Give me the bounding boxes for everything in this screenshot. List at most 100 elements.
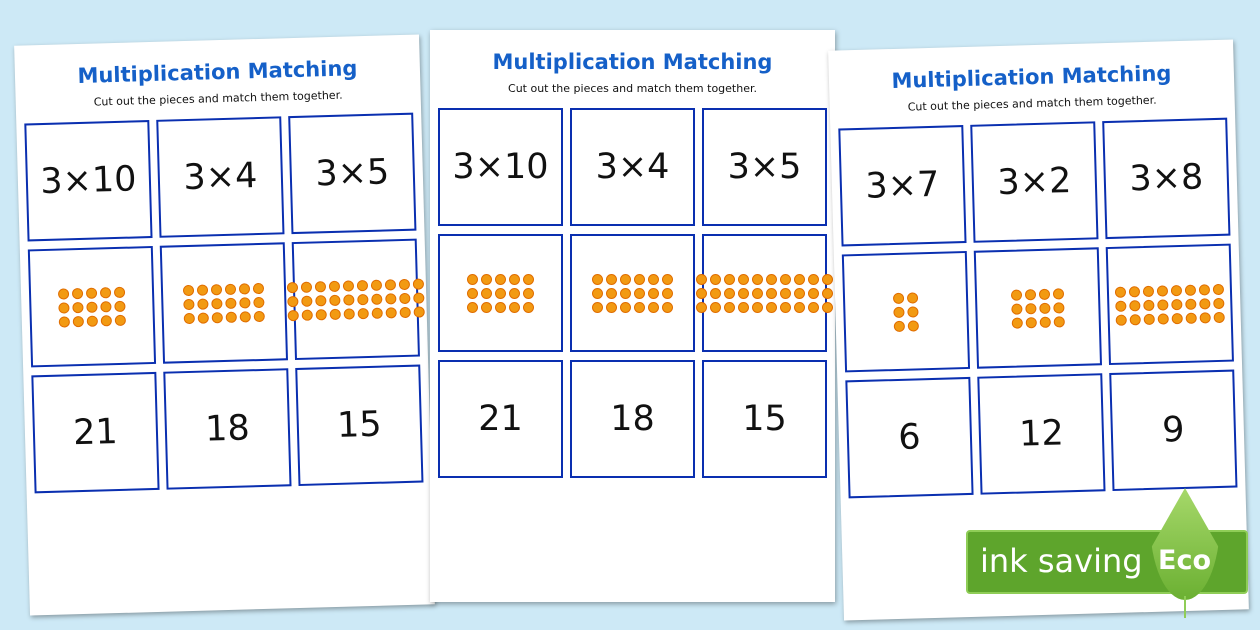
counter-dot [606,301,617,313]
page-title: Multiplication Matching [891,61,1172,94]
card-value: 12 [1018,413,1065,455]
number-card: 12 [977,373,1106,495]
counter-dot [1170,284,1183,296]
counter-dot [906,291,919,304]
counter-dot [481,301,492,313]
counter-dot [399,292,411,304]
counter-dot [100,300,112,312]
counter-dot [1039,302,1051,314]
counter-dot [892,292,905,304]
counter-dot [1156,284,1169,297]
dot-array-card [696,234,833,352]
counter-dot [738,273,749,285]
counter-dot [907,319,919,332]
counter-dot [794,273,805,285]
dot-array-card [841,250,971,373]
counter-dot [371,293,383,305]
counter-dot [1053,301,1065,314]
card-value: 6 [897,417,922,458]
counter-dot [100,314,112,326]
counter-dot [1129,299,1141,311]
counter-dot [620,301,631,313]
counter-dot [752,273,763,285]
counter-dot [808,273,819,285]
counter-dot [413,305,425,318]
counter-dot [314,280,327,292]
counter-dot [648,273,659,285]
counter-dot [1212,283,1225,295]
counter-dot [509,273,520,285]
dot-array-card [286,238,425,361]
counter-dot [822,273,833,285]
counter-dot [467,273,478,285]
worksheet-page: Multiplication Matching Cut out the piec… [14,34,435,616]
counter-dot [724,287,735,299]
counter-dot [808,287,819,299]
counter-dot [385,292,397,304]
counter-dot [606,273,617,285]
counter-dot [738,301,749,313]
counter-dot [710,273,721,285]
counter-dot [343,307,355,320]
card-value: 9 [1161,409,1186,451]
counter-dot [301,295,313,307]
counter-dot [225,311,237,323]
dot-array [1114,283,1225,326]
card-value: 15 [742,399,787,439]
number-card: 3×5 [288,112,417,235]
counter-dot [620,287,631,299]
counter-dot [495,273,506,285]
counter-dot [328,280,341,292]
counter-dot [509,301,520,313]
counter-dot [592,287,603,299]
page-subtitle: Cut out the pieces and match them togeth… [93,88,343,109]
counter-dot [1052,287,1065,300]
number-card: 3×7 [838,125,967,247]
counter-dot [696,287,707,299]
counter-dot [315,308,327,320]
counter-dot [58,315,70,328]
card-value: 3×5 [727,147,802,187]
counter-dot [509,287,520,299]
dot-array [57,286,126,328]
counter-dot [183,298,195,310]
counter-dot [196,283,209,296]
counter-dot [253,296,265,308]
card-value: 3×2 [996,161,1072,204]
counter-dot [696,273,707,285]
counter-dot [724,301,735,313]
counter-dot [239,310,251,323]
counter-dot [71,287,84,299]
number-card: 3×10 [24,120,153,242]
card-value: 21 [72,412,119,454]
number-card: 6 [845,376,974,499]
counter-dot [1114,286,1127,298]
number-card: 15 [702,360,827,478]
number-card: 3×5 [702,108,827,226]
counter-dot [300,281,313,293]
counter-dot [766,273,777,285]
counter-dot [1198,283,1211,296]
counter-dot [385,306,397,318]
card-value: 3×7 [864,164,940,207]
counter-dot [182,284,195,296]
counter-dot [1213,311,1225,323]
counter-dot [481,273,492,285]
counter-dot [1053,315,1065,328]
page-title: Multiplication Matching [492,50,773,74]
counter-dot [662,301,673,313]
counter-dot [114,314,126,326]
dot-array [286,277,425,321]
number-card: 15 [295,364,424,486]
number-card: 21 [31,371,160,494]
counter-dot [1185,298,1197,310]
counter-dot [634,273,645,285]
card-value: 15 [336,404,383,446]
page-subtitle: Cut out the pieces and match them togeth… [508,82,757,95]
counter-dot [766,301,777,313]
counter-dot [738,287,749,299]
counter-dot [752,301,763,313]
counter-dot [1171,312,1183,324]
counter-dot [399,306,411,318]
